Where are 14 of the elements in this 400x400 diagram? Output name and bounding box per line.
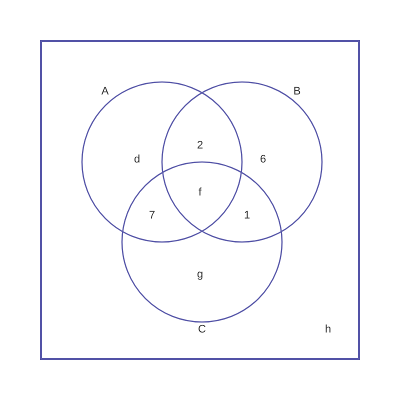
set-label: A [101, 86, 109, 98]
set-label: B [293, 86, 301, 98]
region-label: 2 [196, 140, 204, 152]
region-label: 6 [260, 154, 266, 166]
set-label: C [198, 324, 206, 336]
universal-set-rectangle [40, 40, 360, 360]
region-label: 7 [148, 210, 156, 222]
region-label: g [196, 270, 204, 280]
region-label: d [134, 154, 140, 166]
region-label: 1 [244, 210, 250, 222]
set-circle [81, 81, 243, 243]
region-label: f [198, 188, 202, 198]
region-label: h [324, 324, 332, 336]
set-circle [161, 81, 323, 243]
